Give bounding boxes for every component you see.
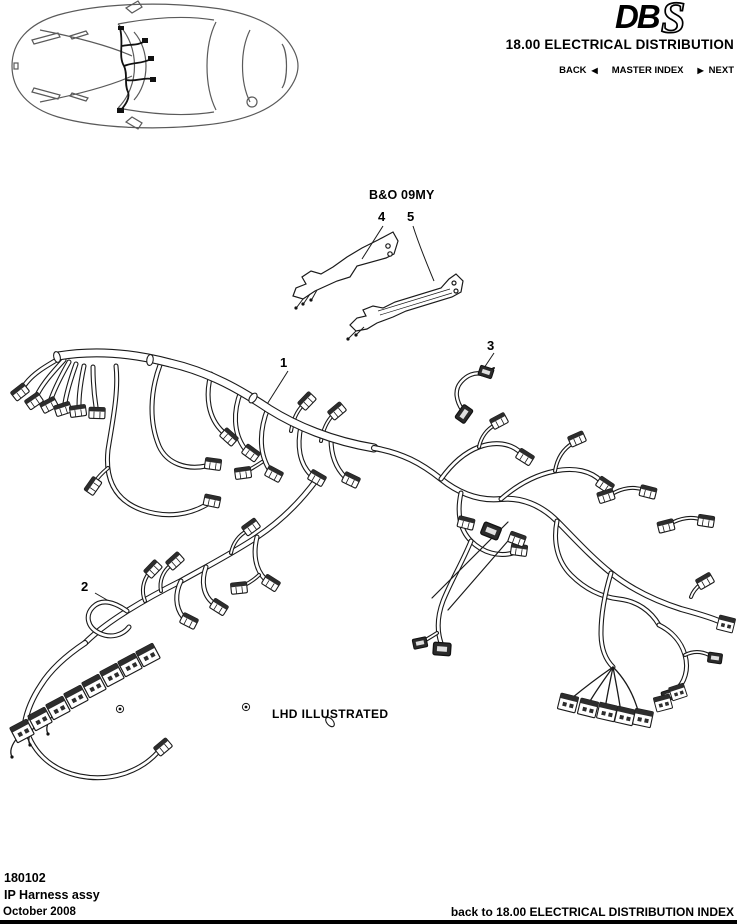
callout-4: 4 — [378, 209, 386, 224]
back-to-index-link[interactable]: back to 18.00 ELECTRICAL DISTRIBUTION IN… — [450, 905, 734, 919]
bo-section-label: B&O 09MY — [369, 188, 435, 202]
callout-1: 1 — [280, 355, 288, 370]
nav-next-link[interactable]: NEXT — [708, 65, 734, 76]
callout-5: 5 — [407, 209, 415, 224]
footer-rule — [0, 920, 737, 924]
section-title: 18.00 ELECTRICAL DISTRIBUTION — [505, 37, 734, 52]
back-arrow-icon[interactable]: ◀ — [591, 66, 598, 75]
logo-db-text: DB — [615, 0, 660, 35]
callout-leaders — [94, 225, 495, 605]
publication-date: October 2008 — [3, 906, 76, 918]
lhd-note: LHD ILLUSTRATED — [272, 707, 389, 721]
callout-2: 2 — [81, 579, 89, 594]
next-arrow-icon[interactable]: ▶ — [697, 66, 704, 75]
harness-illustration — [9, 348, 737, 781]
dbs-logo: DB S — [615, 0, 686, 38]
nav-back-link[interactable]: BACK — [559, 65, 587, 76]
header-nav: BACK ◀ MASTER INDEX ▶ NEXT — [559, 65, 734, 76]
nav-master-index-link[interactable]: MASTER INDEX — [611, 65, 684, 76]
logo-s-text: S — [661, 0, 685, 38]
part-name: IP Harness assy — [4, 888, 100, 902]
callout-3: 3 — [487, 338, 495, 353]
part-number: 180102 — [4, 871, 46, 885]
car-location-diagram — [11, 0, 299, 130]
bo-brackets — [292, 231, 464, 341]
